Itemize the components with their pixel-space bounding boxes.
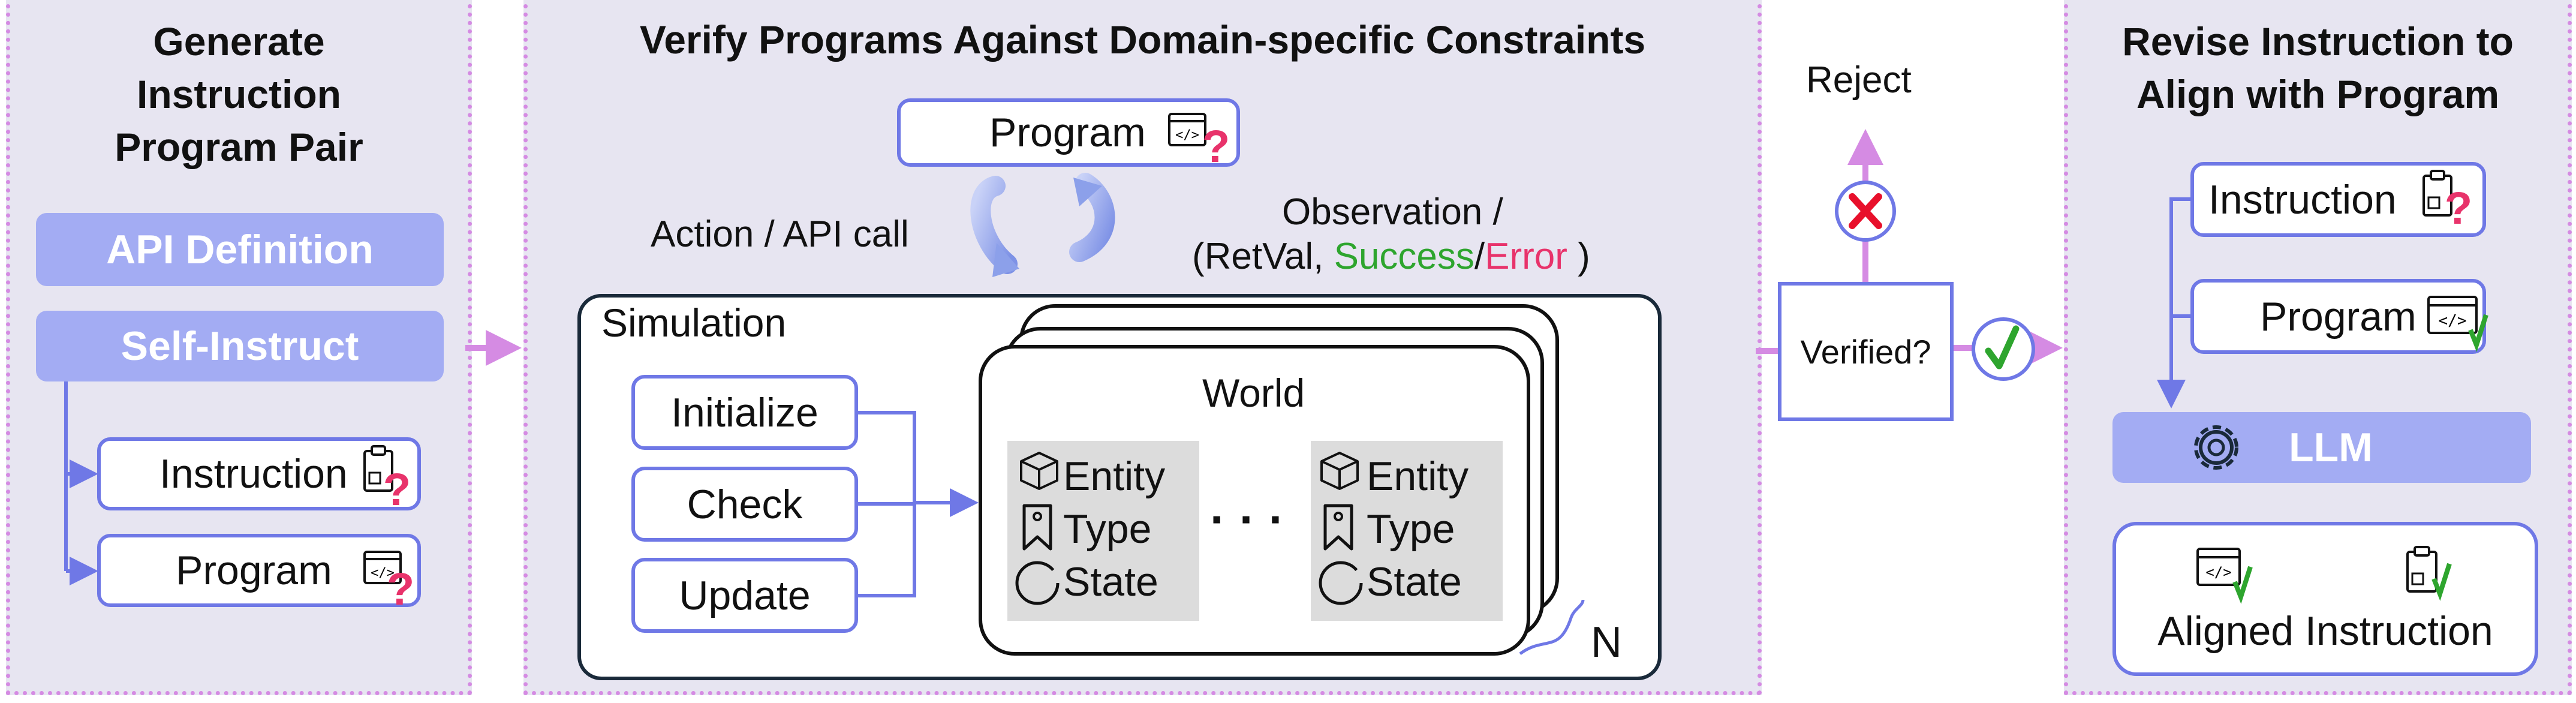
program-under-test-label: Program: [989, 110, 1146, 155]
code-window-icon: </> ?: [363, 551, 414, 615]
api-definition-box: API Definition: [36, 213, 444, 286]
check-mark-icon: [1972, 317, 2035, 381]
cycle-arrows-icon: [970, 173, 1115, 277]
revise-program-label: Program: [2260, 293, 2416, 340]
observation-slash: /: [1474, 236, 1485, 277]
n-label: N: [1591, 618, 1622, 666]
cube-icon: [1020, 452, 1058, 490]
svg-text:</>: </>: [2205, 564, 2231, 581]
circle-icon: [1015, 561, 1060, 605]
aligned-instruction-label: Aligned Instruction: [2157, 608, 2493, 654]
stack-squiggle: [1519, 599, 1585, 656]
generate-title-line-3: Program Pair: [115, 125, 363, 169]
simulation-connectors: [858, 411, 916, 597]
clipboard-icon: ?: [363, 445, 411, 515]
generate-title-line-2: Instruction: [137, 72, 341, 116]
generated-instruction-label: Instruction: [160, 451, 348, 497]
svg-text:?: ?: [383, 464, 411, 515]
svg-text:?: ?: [387, 564, 414, 615]
clipboard-icon: [2406, 546, 2452, 601]
code-window-icon: </>: [2427, 296, 2488, 352]
update-box: Update: [631, 558, 858, 633]
clipboard-icon: ?: [2422, 170, 2472, 234]
svg-text:</>: </>: [371, 566, 395, 581]
revise-title: Revise Instruction to Align with Program: [2064, 15, 2572, 121]
entity-label-right: Entity: [1367, 453, 1469, 499]
revise-title-line-1: Revise Instruction to: [2122, 19, 2514, 64]
observation-error: Error: [1485, 236, 1567, 277]
self-instruct-box: Self-Instruct: [36, 311, 444, 381]
observation-line-2: (RetVal, Success/Error ): [1192, 235, 1590, 278]
llm-box: LLM: [2112, 412, 2531, 483]
verify-title: Verify Programs Against Domain-specific …: [639, 17, 1646, 62]
verified-label: Verified?: [1800, 332, 1931, 371]
revise-connector: [2157, 197, 2190, 408]
state-label-left: State: [1063, 559, 1158, 605]
world-properties-right: [1311, 441, 1503, 621]
type-label-left: Type: [1063, 506, 1152, 552]
check-box: Check: [631, 467, 858, 542]
cube-icon: [1320, 452, 1359, 490]
svg-text:</>: </>: [1175, 128, 1199, 143]
ellipsis: · · ·: [1210, 492, 1285, 546]
x-mark-icon: [1835, 181, 1896, 242]
verified-box: Verified?: [1778, 282, 1954, 421]
type-label-right: Type: [1367, 506, 1455, 552]
aligned-instruction-box: Aligned Instruction: [2112, 522, 2538, 676]
observation-success: Success: [1334, 236, 1474, 277]
initialize-box: Initialize: [631, 375, 858, 450]
revise-instruction-label: Instruction: [2208, 176, 2397, 223]
bookmark-icon: [1323, 504, 1353, 551]
svg-text:</>: </>: [2439, 312, 2467, 330]
world-label: World: [1202, 371, 1305, 415]
generate-title: Generate Instruction Program Pair: [6, 15, 472, 173]
entity-label-left: Entity: [1063, 453, 1166, 499]
observation-retval: (RetVal,: [1192, 236, 1334, 277]
action-label: Action / API call: [651, 214, 909, 255]
simulation-label: Simulation: [601, 301, 787, 345]
bookmark-icon: [1022, 504, 1052, 551]
llm-label: LLM: [2289, 425, 2373, 470]
circle-icon: [1319, 561, 1363, 605]
svg-text:?: ?: [2445, 183, 2472, 234]
code-window-icon: </>: [2196, 548, 2253, 604]
code-window-icon: </> ?: [1168, 113, 1230, 172]
svg-text:?: ?: [1202, 121, 1230, 172]
generate-title-line-1: Generate: [153, 19, 325, 64]
observation-close: ): [1567, 236, 1590, 277]
reject-label: Reject: [1806, 59, 1912, 101]
revise-title-line-2: Align with Program: [2136, 72, 2500, 116]
gear-icon: [2194, 425, 2238, 470]
generated-program-label: Program: [176, 548, 332, 593]
observation-line-1: Observation /: [1282, 191, 1503, 233]
state-label-right: State: [1367, 559, 1462, 605]
